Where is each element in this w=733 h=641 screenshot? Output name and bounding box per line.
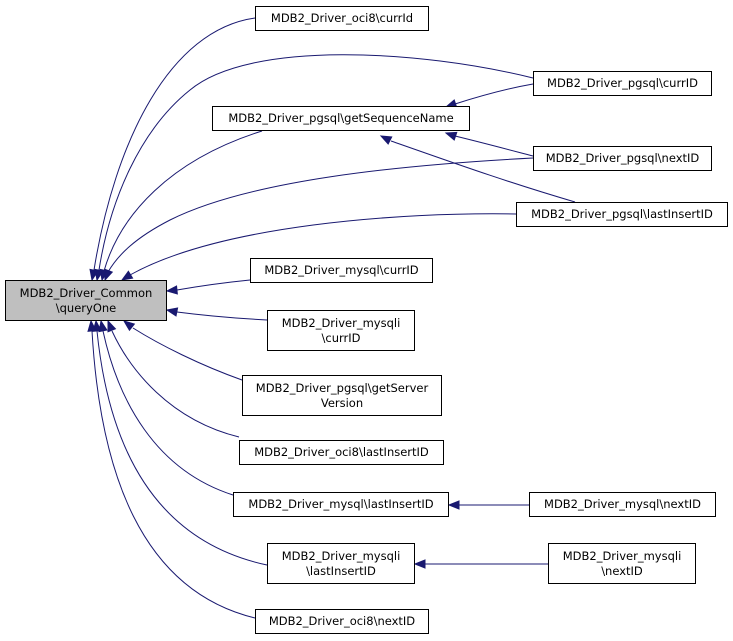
node-label-line: MDB2_Driver_oci8\lastInsertID [254, 445, 429, 459]
edge-oci8-currid-to-common-queryone [89, 17, 256, 282]
node-pgsql-getserverversion[interactable]: MDB2_Driver_pgsql\getServer Version [242, 375, 442, 416]
edge-arrowhead [98, 319, 108, 333]
edge-mysqli-currid-to-common-queryone [165, 307, 268, 321]
node-label-line: MDB2_Driver_pgsql\currID [547, 76, 698, 90]
edge-line [107, 157, 534, 273]
node-pgsql-currid[interactable]: MDB2_Driver_pgsql\currID [533, 71, 712, 96]
node-label-line: MDB2_Driver_mysqli [281, 315, 401, 330]
node-label-line: MDB2_Driver_pgsql\nextID [545, 151, 700, 165]
edge-line [93, 17, 256, 271]
edge-arrowhead [379, 135, 393, 145]
node-mysql-currid[interactable]: MDB2_Driver_mysql\currID [250, 258, 433, 283]
edge-pgsql-currid-to-pgsql-getsequencename [444, 83, 534, 109]
edge-line [98, 54, 534, 271]
edge-arrowhead [122, 320, 136, 332]
node-label-line: \lastInsertID [306, 563, 376, 578]
edge-line [454, 135, 534, 157]
node-label-line: MDB2_Driver_mysql\nextID [544, 497, 701, 511]
node-oci8-lastinsertid[interactable]: MDB2_Driver_oci8\lastInsertID [239, 440, 444, 465]
edge-arrowhead [87, 319, 97, 332]
node-label-line: MDB2_Driver_mysql\lastInsertID [248, 497, 434, 511]
node-label-line: MDB2_Driver_Common [19, 285, 153, 300]
edge-arrowhead [444, 131, 458, 141]
node-mysqli-lastinsertid[interactable]: MDB2_Driver_mysqli \lastInsertID [267, 543, 415, 584]
edge-oci8-lastinsertid-to-common-queryone [107, 319, 240, 438]
node-label-line: MDB2_Driver_oci8\nextID [268, 614, 416, 628]
edge-arrowhead [447, 500, 460, 510]
node-oci8-currid[interactable]: MDB2_Driver_oci8\currId [255, 6, 429, 31]
node-oci8-nextid[interactable]: MDB2_Driver_oci8\nextID [255, 609, 429, 634]
edge-mysql-currid-to-common-queryone [165, 279, 251, 295]
edge-mysql-nextid-to-mysql-lastinsertid [447, 500, 529, 510]
edge-line [176, 279, 251, 291]
edge-line [176, 311, 268, 321]
node-label-line: \nextID [601, 563, 643, 578]
node-label-line: Version [320, 395, 364, 410]
edge-line [91, 330, 256, 619]
edge-arrowhead [413, 559, 426, 569]
edge-pgsql-nextid-to-pgsql-getsequencename [444, 131, 534, 157]
node-mysql-lastinsertid[interactable]: MDB2_Driver_mysql\lastInsertID [233, 492, 449, 517]
node-label-line: \queryOne [55, 300, 117, 315]
node-pgsql-getsequencename[interactable]: MDB2_Driver_pgsql\getSequenceName [212, 106, 470, 131]
edge-line [132, 327, 243, 381]
edge-line [129, 213, 517, 276]
edge-arrowhead [165, 285, 178, 295]
edge-pgsql-nextid-to-common-queryone [104, 157, 534, 282]
edge-pgsql-getserverversion-to-common-queryone [122, 320, 243, 381]
node-pgsql-lastinsertid[interactable]: MDB2_Driver_pgsql\lastInsertID [516, 202, 728, 227]
edge-line [96, 330, 268, 566]
edge-pgsql-lastinsertid-to-common-queryone [120, 213, 517, 281]
node-label-line: MDB2_Driver_mysqli [562, 548, 682, 563]
edge-arrowhead [165, 307, 179, 317]
edge-line [111, 330, 240, 438]
edge-mysql-lastinsertid-to-common-queryone [98, 319, 234, 496]
edge-pgsql-lastinsertid-to-pgsql-getsequencename [379, 135, 576, 203]
edge-line [103, 130, 263, 272]
node-label-line: MDB2_Driver_mysqli [281, 548, 401, 563]
node-label-line: MDB2_Driver_pgsql\getServer [255, 380, 429, 395]
node-mysqli-currid[interactable]: MDB2_Driver_mysqli \currID [267, 310, 415, 351]
edge-mysqli-nextid-to-mysqli-lastinsertid [413, 559, 548, 569]
edge-line [454, 83, 534, 105]
edge-line [390, 140, 576, 203]
edge-line [102, 330, 234, 496]
node-label-line: MDB2_Driver_pgsql\getSequenceName [228, 111, 454, 125]
node-mysqli-nextid[interactable]: MDB2_Driver_mysqli \nextID [548, 543, 696, 584]
edge-arrowhead [107, 319, 117, 333]
edge-arrowhead [104, 268, 114, 282]
node-label-line: MDB2_Driver_oci8\currId [270, 11, 414, 25]
node-mysql-nextid[interactable]: MDB2_Driver_mysql\nextID [529, 492, 716, 517]
edge-arrowhead [120, 270, 134, 281]
node-common-queryone: MDB2_Driver_Common \queryOne [5, 280, 167, 321]
edge-oci8-nextid-to-common-queryone [87, 319, 256, 619]
node-label-line: MDB2_Driver_mysql\currID [264, 263, 419, 277]
node-label-line: MDB2_Driver_pgsql\lastInsertID [531, 207, 713, 221]
node-pgsql-nextid[interactable]: MDB2_Driver_pgsql\nextID [533, 146, 712, 171]
node-label-line: \currID [321, 330, 361, 345]
